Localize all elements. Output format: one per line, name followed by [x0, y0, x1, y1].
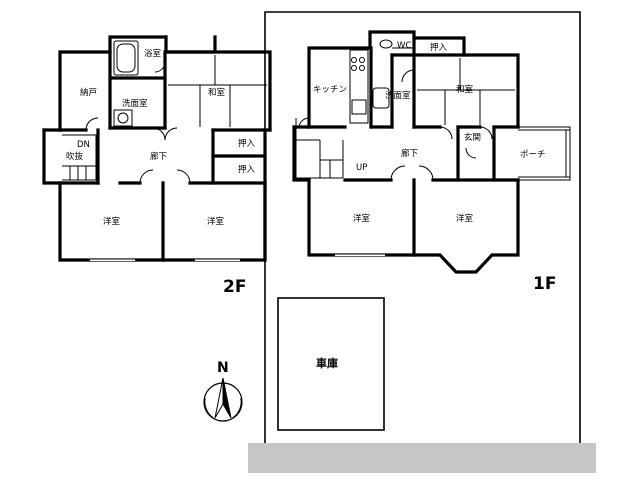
- compass-north-label: N: [217, 360, 229, 376]
- 2f-western-room-left-label: 洋室: [103, 216, 121, 227]
- north-arrow-icon: [203, 377, 243, 422]
- stairs-1f: [295, 118, 344, 179]
- 1f-closet-label: 押入: [430, 42, 448, 53]
- 2f-closet-lower-label: 押入: [238, 164, 256, 175]
- floor-1f-label: 1F: [533, 274, 556, 294]
- 2f-hallway-label: 廊下: [150, 151, 168, 162]
- garage-label: 車庫: [316, 356, 338, 370]
- site-boundary: [264, 11, 581, 443]
- 1f-wc-label: WC: [397, 41, 411, 51]
- 1f-kitchen-label: キッチン: [313, 85, 347, 95]
- 2f-atrium-label: 吹抜: [66, 151, 84, 162]
- 1f-japanese-room-label: 和室: [456, 84, 474, 95]
- 2f-closet-upper-label: 押入: [238, 138, 256, 149]
- garage: [277, 297, 385, 431]
- 2f-western-room-right-label: 洋室: [207, 216, 225, 227]
- 2f-stairs-down-label: DN: [77, 140, 90, 150]
- 2f-japanese-room-label: 和室: [208, 87, 226, 98]
- 2f-washroom-label: 洗面室: [122, 98, 148, 109]
- 1f-washroom-label: 洗面室: [385, 90, 411, 101]
- road: [248, 443, 596, 473]
- 2f-storage-label: 納戸: [80, 87, 97, 98]
- 1f-western-room-right-label: 洋室: [456, 213, 474, 224]
- 1f-entrance-label: 玄関: [464, 132, 481, 143]
- floor-2f-plan: 浴室 納戸 洗面室 和室 DN 吹抜 廊下 押入 押入 洋室 洋室: [42, 35, 272, 262]
- floor-1f-plan: WC 押入 キッチン 洗面室 和室 玄関 UP 廊下 ポーチ 洋室 洋室: [292, 30, 571, 274]
- 2f-bath-label: 浴室: [144, 48, 162, 59]
- stairs-2f: [62, 134, 97, 181]
- 1f-stairs-up-label: UP: [356, 163, 367, 173]
- floor-2f-label: 2F: [223, 277, 246, 297]
- 1f-western-room-left-label: 洋室: [353, 213, 371, 224]
- 1f-hallway-label: 廊下: [401, 148, 419, 159]
- 1f-porch-label: ポーチ: [520, 150, 546, 160]
